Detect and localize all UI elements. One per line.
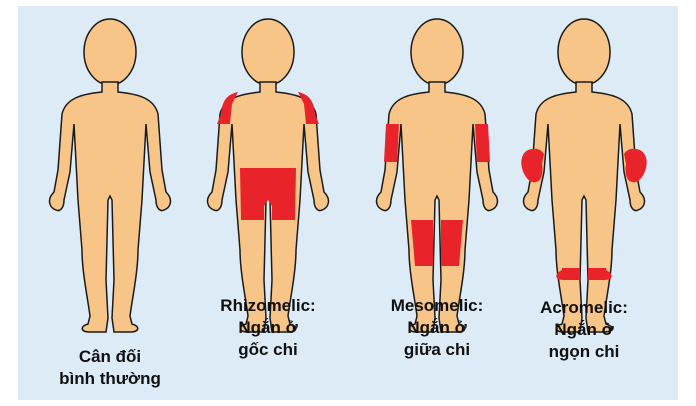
- label-rhizomelic: Rhizomelic: Ngắn ở gốc chi: [198, 295, 338, 361]
- figure-rhizomelic: [208, 19, 329, 332]
- label-acromelic-line-2: Ngắn ở: [514, 319, 654, 341]
- label-normal-line-1: Cân đối: [40, 346, 180, 368]
- label-normal-line-2: bình thường: [40, 368, 180, 390]
- label-rhizomelic-line-1: Rhizomelic:: [198, 295, 338, 317]
- label-acromelic-line-3: ngọn chi: [514, 341, 654, 363]
- label-normal: Cân đối bình thường: [40, 346, 180, 390]
- label-mesomelic-line-1: Mesomelic:: [367, 295, 507, 317]
- label-acromelic: Acromelic: Ngắn ở ngọn chi: [514, 297, 654, 363]
- label-mesomelic: Mesomelic: Ngắn ở giữa chi: [367, 295, 507, 361]
- label-mesomelic-line-3: giữa chi: [367, 339, 507, 361]
- figure-normal: [50, 19, 171, 332]
- label-rhizomelic-line-2: Ngắn ở: [198, 317, 338, 339]
- label-acromelic-line-1: Acromelic:: [514, 297, 654, 319]
- label-mesomelic-line-2: Ngắn ở: [367, 317, 507, 339]
- label-rhizomelic-line-3: gốc chi: [198, 339, 338, 361]
- figure-acromelic: [521, 19, 646, 332]
- figure-mesomelic: [377, 19, 498, 332]
